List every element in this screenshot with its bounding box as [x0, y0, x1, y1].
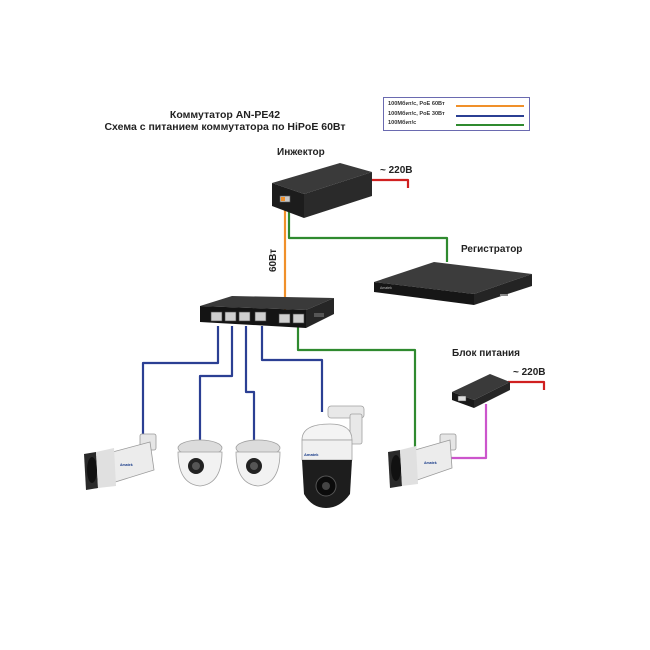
legend-label-poe30: 100Мбит/с, PoE 30Вт: [388, 111, 445, 117]
recorder-label: Регистратор: [461, 244, 523, 255]
psu-label: Блок питания: [452, 348, 520, 359]
switch-port-uplink-2: [292, 313, 305, 324]
cable-switch-to-camera-3: [244, 326, 256, 448]
switch-port-2: [224, 311, 237, 322]
legend-item-poe60: 100Мбит/с, PoE 60Вт: [388, 101, 445, 110]
injector-device: [272, 163, 372, 218]
legend-label-data: 100Мбит/с: [388, 120, 417, 126]
cable-injector-to-recorder: [287, 204, 449, 262]
switch-port-4: [254, 311, 267, 322]
switch-port-1: [210, 311, 223, 322]
cables: [141, 178, 546, 460]
switch-ports: [210, 311, 305, 324]
cable-switch-to-camera-5: [296, 326, 417, 450]
psu-voltage-label: ~ 220В: [513, 367, 546, 378]
power-60w-label: 60Вт: [268, 248, 279, 272]
legend-line-data: [456, 124, 524, 126]
recorder-brand-text: Amatek: [380, 286, 392, 290]
switch-port-uplink-1: [278, 313, 291, 324]
ptz-camera: Amatek: [301, 405, 365, 508]
legend-line-poe60: [456, 105, 524, 107]
legend-line-poe30: [456, 115, 524, 117]
injector-voltage-label: ~ 220В: [380, 165, 413, 176]
diagram-title: Коммутатор AN-PE42: [169, 109, 281, 121]
legend-item-poe30: 100Мбит/с, PoE 30Вт: [388, 111, 445, 120]
camera-5-brand-text: Amatek: [424, 461, 437, 465]
camera-1-brand-text: Amatek: [120, 463, 133, 467]
dome-camera-2: [177, 439, 223, 487]
cable-ac-psu: [508, 380, 546, 390]
bullet-camera-5: Amatek: [388, 433, 457, 488]
cable-switch-to-camera-2: [198, 326, 234, 448]
switch-port-3: [238, 311, 251, 322]
ptz-brand-text: Amatek: [304, 452, 319, 457]
dome-camera-3: [235, 439, 281, 487]
cable-switch-to-camera-1: [141, 326, 220, 452]
cable-ac-injector: [372, 178, 410, 188]
diagram-subtitle: Схема с питанием коммутатора по HiPoE 60…: [104, 121, 346, 133]
legend-item-data: 100Мбит/с: [388, 120, 416, 129]
cable-psu-to-camera-5: [448, 404, 488, 460]
injector-label: Инжектор: [277, 147, 325, 158]
bullet-camera-1: Amatek: [84, 433, 157, 490]
psu-device: [452, 374, 510, 408]
cable-switch-to-ptz-camera: [260, 326, 324, 412]
recorder-device: Amatek: [374, 262, 532, 305]
legend: 100Мбит/с, PoE 60Вт 100Мбит/с, PoE 30Вт …: [383, 97, 530, 131]
legend-label-poe60: 100Мбит/с, PoE 60Вт: [388, 101, 445, 107]
switch-device: [200, 296, 334, 328]
